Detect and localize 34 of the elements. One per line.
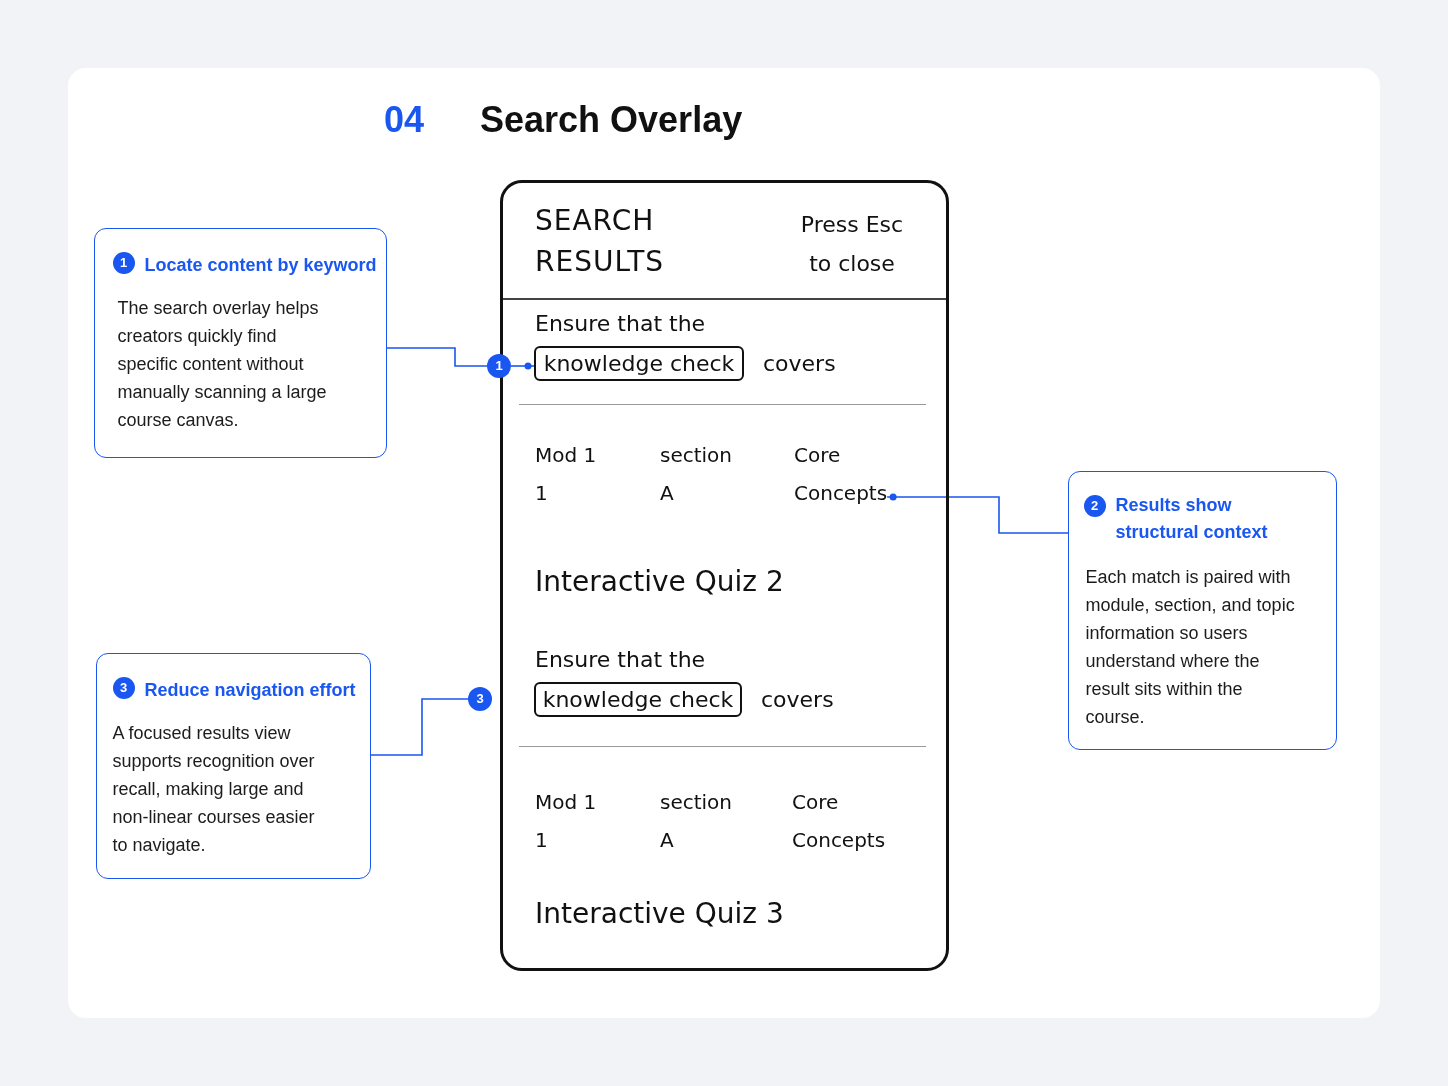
leader-line xyxy=(886,493,1069,534)
result-title: Interactive Quiz 3 xyxy=(535,896,784,932)
module-label: Mod 1 1 xyxy=(535,789,598,854)
callout-card xyxy=(1068,471,1337,750)
result-snippet: Ensure that the xyxy=(535,646,706,674)
callout-heading: Reduce navigation effort xyxy=(144,678,357,702)
page-title: Search Overlay xyxy=(480,98,743,142)
callout-heading: Results show structural context xyxy=(1115,493,1269,544)
leader-line xyxy=(510,362,535,370)
callout-number: 1 xyxy=(112,251,135,274)
close-hint: Press Esc to close xyxy=(799,211,905,278)
callout-text: Each match is paired with module, section, and topic information so users understand where the result sits within the course. xyxy=(1085,565,1296,729)
module-label: Mod 1 1 xyxy=(535,442,598,507)
section-label: section A xyxy=(660,789,733,854)
section-number: 04 xyxy=(384,98,425,142)
topic-label: Core Concepts xyxy=(794,436,888,512)
callout-heading: Locate content by keyword xyxy=(144,253,378,277)
panel-heading: SEARCH RESULTS xyxy=(535,203,665,280)
result-title: Interactive Quiz 2 xyxy=(535,564,784,600)
callout-number: 2 xyxy=(1083,494,1106,517)
callout-card xyxy=(96,653,371,879)
keyword-highlight: knowledge check xyxy=(534,346,744,381)
callout-number: 3 xyxy=(112,676,135,699)
callout-card xyxy=(94,228,387,458)
keyword-highlight: knowledge check xyxy=(534,682,742,717)
callout-text: A focused results view supports recognition over recall, making large and non-linear courses easier to navigate. xyxy=(112,721,316,857)
topic-label: Core Concepts xyxy=(792,789,886,854)
result-snippet: covers xyxy=(761,686,834,714)
section-label: section A xyxy=(660,442,733,507)
callout-text: The search overlay helps creators quickly find specific content without manually scanning a large course canvas. xyxy=(117,296,328,432)
leader-line xyxy=(370,698,469,756)
result-snippet: Ensure that the xyxy=(535,310,706,338)
result-snippet: covers xyxy=(763,350,836,378)
leader-line xyxy=(386,347,488,367)
